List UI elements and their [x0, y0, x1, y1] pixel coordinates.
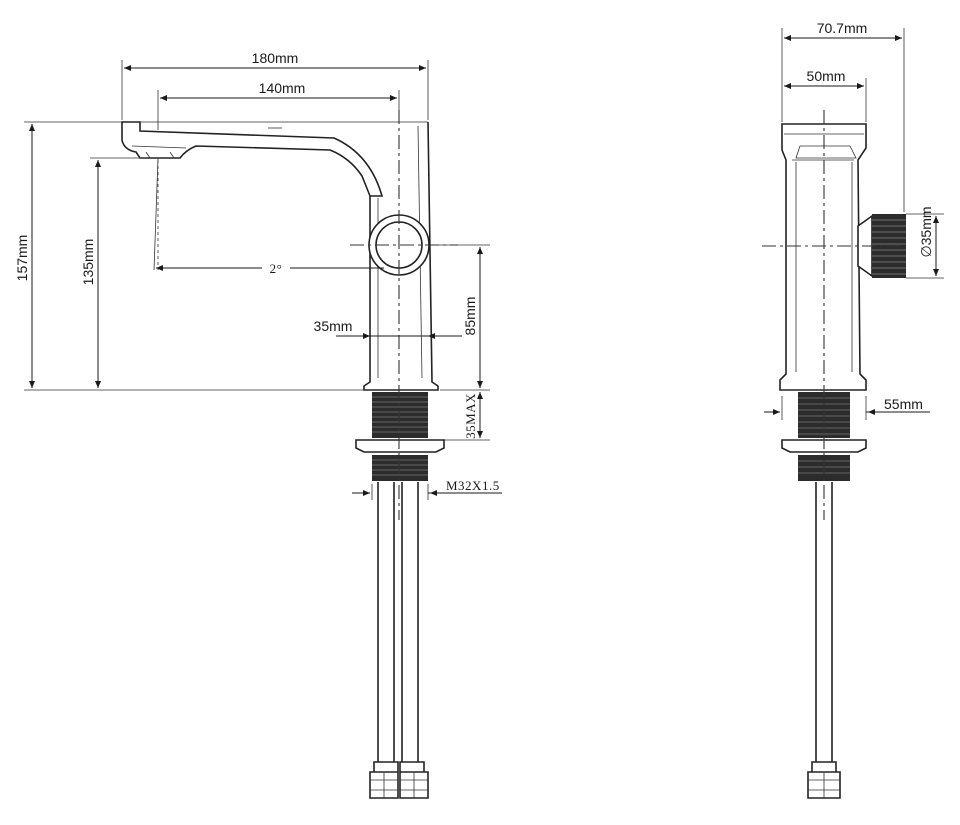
faucet-body	[363, 121, 439, 391]
dim-body-depth: 50mm	[807, 68, 846, 84]
dim-overall-width: 180mm	[252, 50, 299, 66]
spout-outline	[121, 121, 384, 197]
dim-lever-height: 85mm	[462, 297, 478, 336]
dim-handle-diameter: ∅35mm	[918, 206, 934, 257]
knurl-lines	[872, 219, 906, 275]
hose-fitting-detail	[370, 772, 428, 798]
mounting-washer	[355, 439, 445, 453]
dim-overall-height: 157mm	[14, 235, 30, 282]
spout-tip	[131, 145, 187, 159]
dim-spout-angle: 2°	[270, 261, 283, 276]
side-body-top-detail	[784, 133, 864, 161]
dim-thread-spec: M32X1.5	[446, 478, 500, 493]
dim-base-diameter: 55mm	[884, 396, 923, 412]
dim-overall-depth: 70.7mm	[817, 20, 868, 36]
supply-hose-left	[377, 482, 395, 762]
dim-deck-max: 35MAX	[463, 393, 478, 439]
side-supply-hose	[815, 482, 833, 762]
dim-spout-height: 135mm	[80, 239, 96, 286]
front-view: 180mm 140mm 157mm 135mm 2° 35mm 85mm	[14, 50, 502, 799]
threaded-shank-upper	[372, 392, 428, 438]
supply-hose-right	[401, 482, 419, 762]
thread-lines-lower	[372, 459, 428, 476]
dim-body-width: 35mm	[314, 318, 353, 334]
threaded-shank-lower	[372, 455, 428, 481]
spout-angle-line	[153, 157, 159, 271]
side-body-inner	[795, 162, 853, 372]
side-view: 70.7mm 50mm ∅35mm 55mm	[762, 20, 944, 799]
dim-spout-reach: 140mm	[259, 80, 306, 96]
side-body-outline	[779, 123, 867, 391]
thread-lines-upper	[372, 396, 428, 433]
side-hose-fitting-detail	[808, 772, 840, 798]
